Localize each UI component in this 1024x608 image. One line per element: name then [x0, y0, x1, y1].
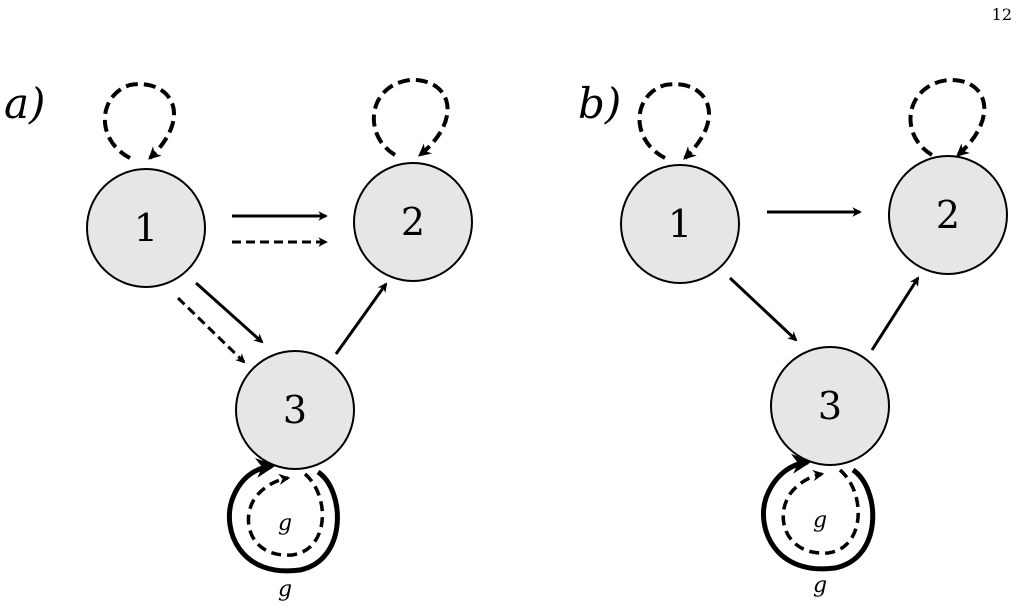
- panel-b-node-2: 2: [888, 155, 1008, 275]
- panel-a-node-1-label: 1: [134, 206, 158, 250]
- panel-b-node3-outer-loop: [760, 453, 876, 572]
- panel-a-edge-1-3-dashed: [176, 296, 246, 364]
- panel-a-node2-self-loop: [371, 77, 450, 157]
- panel-b: b) 1 2 3 g g: [578, 77, 1008, 598]
- panel-b-outer-loop-label: g: [813, 573, 827, 598]
- panel-a-label: a): [4, 79, 45, 128]
- panel-a-node3-inner-loop: [246, 472, 325, 557]
- panel-a-node-2-label: 2: [401, 200, 425, 244]
- panel-b-node3-inner-loop: [781, 468, 860, 555]
- panel-a-outer-loop-label: g: [278, 577, 292, 602]
- panel-a-node-3: 3: [235, 350, 355, 470]
- panel-a-node-2: 2: [353, 162, 473, 282]
- panel-b-inner-loop-label: g: [813, 508, 827, 533]
- panel-b-node-2-label: 2: [936, 193, 960, 237]
- panel-a-node-1: 1: [86, 168, 206, 288]
- panel-a: a) 1 2 3 g g: [4, 77, 473, 602]
- panel-a-edge-3-2-solid: [334, 282, 388, 355]
- panel-a-node1-self-loop: [102, 82, 176, 160]
- panel-a-inner-loop-label: g: [278, 511, 292, 536]
- panel-a-node3-outer-loop: [226, 457, 340, 574]
- page-number: 12: [992, 5, 1012, 24]
- panel-b-node-1-label: 1: [668, 202, 692, 246]
- panel-b-edge-1-3-solid: [728, 276, 798, 342]
- panel-b-node-1: 1: [620, 164, 740, 284]
- panel-b-node-3: 3: [770, 346, 890, 466]
- panel-a-node-3-label: 3: [283, 388, 307, 432]
- panel-b-edge-3-2-solid: [870, 276, 920, 351]
- panel-b-node2-self-loop: [908, 77, 987, 157]
- panel-b-label: b): [578, 79, 621, 128]
- panel-b-node1-self-loop: [637, 82, 711, 160]
- panel-a-edge-1-3-solid: [195, 281, 264, 344]
- panel-b-node-3-label: 3: [818, 384, 842, 428]
